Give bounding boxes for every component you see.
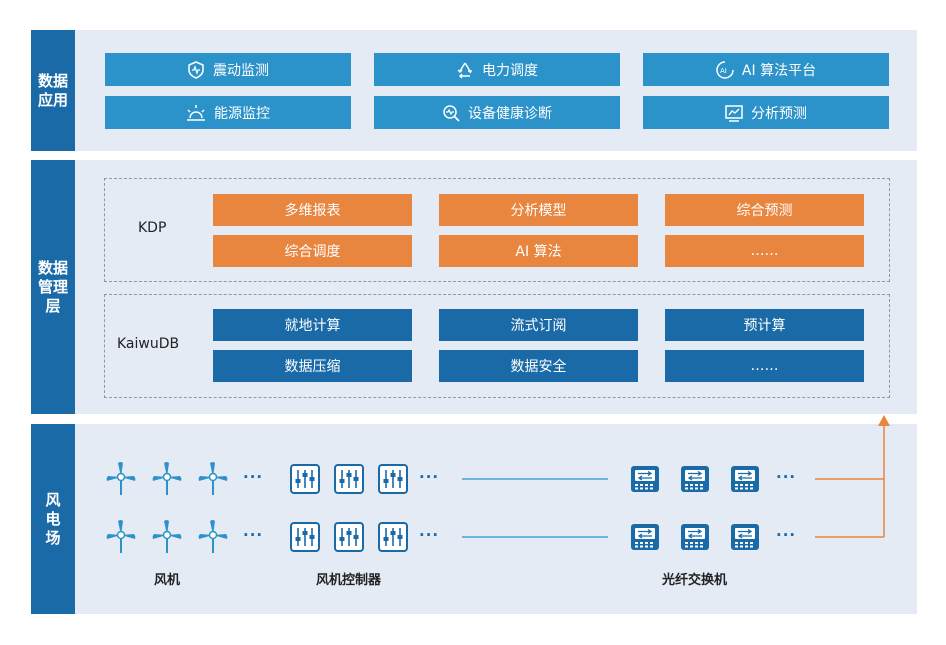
app-item-label: 能源监控 (214, 105, 270, 122)
layer-label-farm: 风 电 场 (31, 424, 75, 614)
kaiwudb-group (104, 294, 890, 398)
shield-wave-icon (188, 60, 204, 79)
layer-label-mgmt-text: 数据 管理 层 (37, 258, 68, 315)
more-dots: ··· (243, 468, 264, 486)
kaiwudb-label: KaiwuDB (117, 336, 180, 352)
kdp-item[interactable]: 综合调度 (213, 235, 412, 267)
kdp-group (104, 178, 890, 282)
app-item-forecast[interactable]: 分析预测 (643, 96, 889, 129)
kaiwudb-item[interactable]: 流式订阅 (439, 309, 638, 341)
more-dots: ··· (243, 526, 264, 544)
layer-label-app-text: 数据 应用 (37, 71, 68, 109)
app-item-label: 震动监测 (213, 62, 269, 79)
app-item-label: AI 算法平台 (741, 62, 817, 79)
kdp-label: KDP (138, 220, 167, 236)
kaiwudb-item[interactable]: 就地计算 (213, 309, 412, 341)
app-item-label: 分析预测 (751, 105, 807, 122)
app-item-energy-monitor[interactable]: 能源监控 (105, 96, 351, 129)
layer-label-mgmt: 数据 管理 层 (31, 160, 75, 414)
turbine-label: 风机 (154, 573, 181, 588)
app-item-label: 设备健康诊断 (468, 105, 552, 122)
app-item-vibration[interactable]: 震动监测 (105, 53, 351, 86)
kdp-item[interactable]: AI 算法 (439, 235, 638, 267)
more-dots: ··· (776, 526, 797, 544)
switch-label: 光纤交换机 (662, 573, 728, 588)
more-dots: ··· (776, 468, 797, 486)
kdp-item-more: …… (665, 235, 864, 267)
kaiwudb-item[interactable]: 数据压缩 (213, 350, 412, 382)
layer-label-app: 数据 应用 (31, 30, 75, 151)
kaiwudb-item[interactable]: 预计算 (665, 309, 864, 341)
uplink-arrow-icon (878, 415, 890, 426)
magnify-pulse-icon (443, 104, 460, 122)
sun-gauge-icon (187, 104, 205, 121)
kaiwudb-item-more: …… (665, 350, 864, 382)
app-item-power-dispatch[interactable]: 电力调度 (374, 53, 620, 86)
more-dots: ··· (419, 468, 440, 486)
svg-text:AI: AI (720, 67, 727, 75)
app-item-health-diagnosis[interactable]: 设备健康诊断 (374, 96, 620, 129)
app-layer-panel: 震动监测 电力调度 AI AI 算法平台 能源监控 设备健康诊断 (75, 30, 917, 151)
recycle-icon (457, 62, 473, 79)
more-dots: ··· (419, 526, 440, 544)
app-item-label: 电力调度 (482, 62, 538, 79)
ai-chip-icon: AI (716, 60, 734, 79)
kaiwudb-item[interactable]: 数据安全 (439, 350, 638, 382)
layer-label-farm-text: 风 电 场 (45, 490, 61, 547)
app-item-ai-platform[interactable]: AI AI 算法平台 (643, 53, 889, 86)
farm-layer-panel (75, 424, 917, 614)
trend-chart-icon (725, 104, 743, 122)
kdp-item[interactable]: 分析模型 (439, 194, 638, 226)
controller-label: 风机控制器 (316, 573, 382, 588)
kdp-item[interactable]: 多维报表 (213, 194, 412, 226)
kdp-item[interactable]: 综合预测 (665, 194, 864, 226)
